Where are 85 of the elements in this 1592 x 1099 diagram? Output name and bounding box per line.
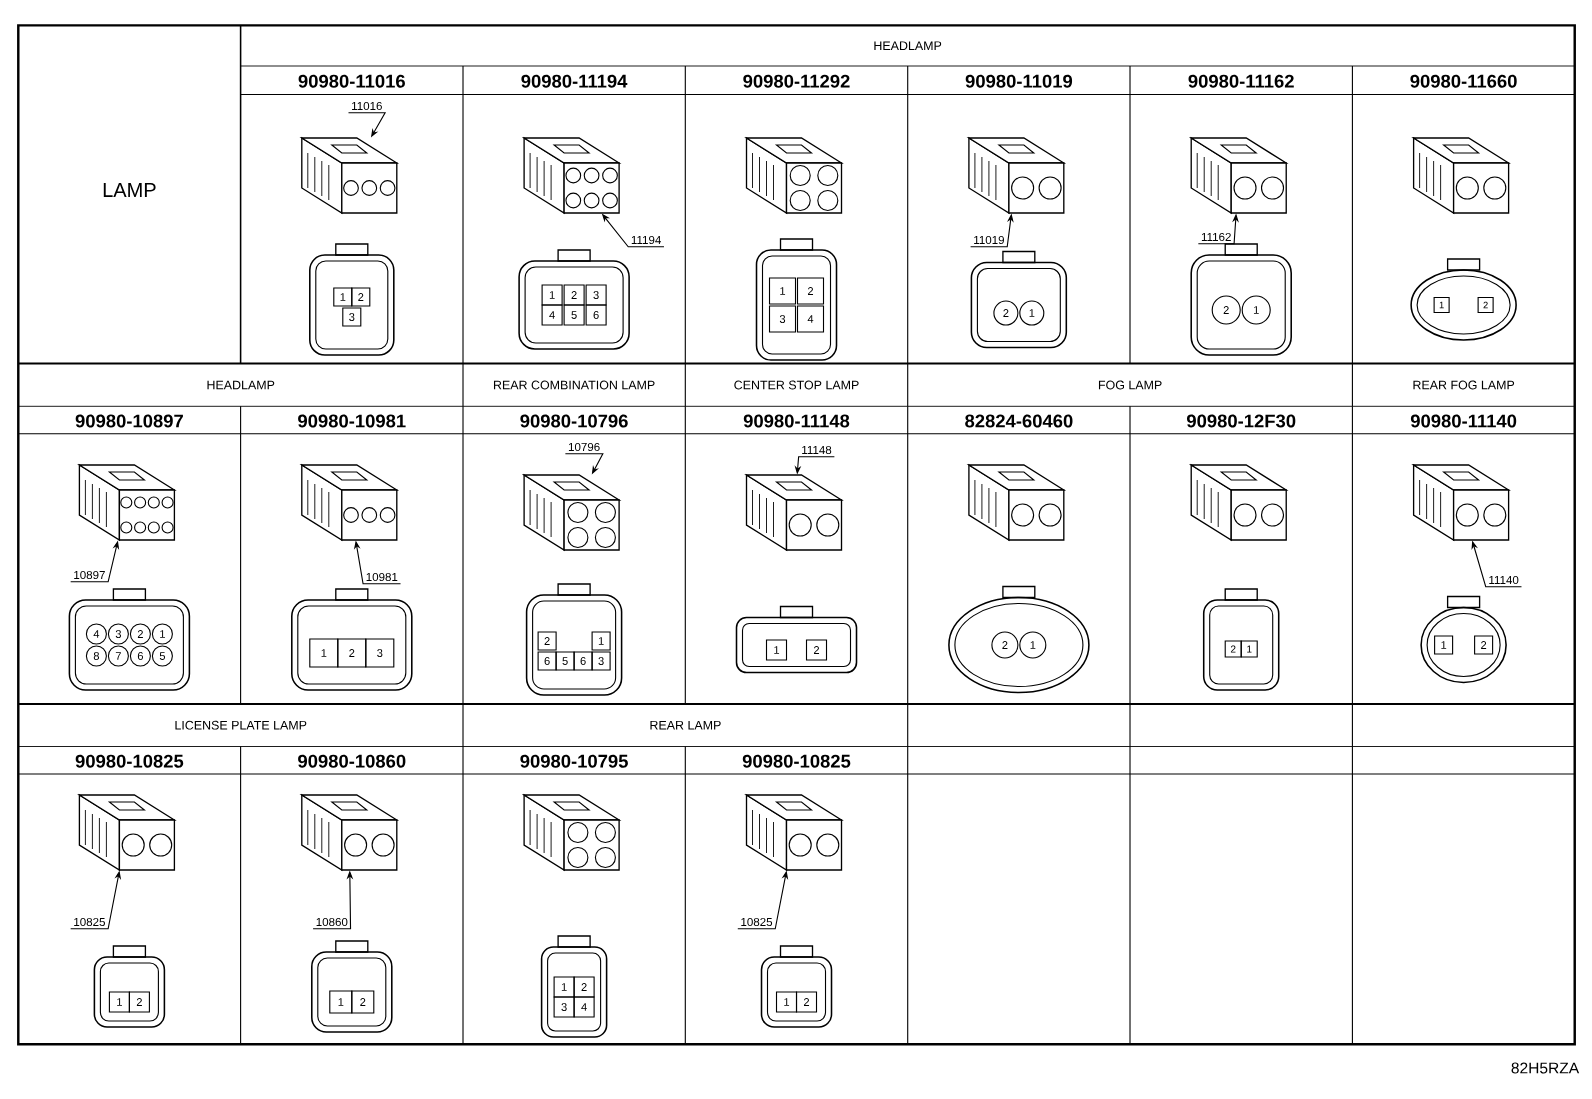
pin-number: 2 <box>1002 641 1008 649</box>
table-header: REAR COMBINATION LAMP <box>494 380 655 390</box>
pin-number: 4 <box>549 311 555 319</box>
table-header: REAR FOG LAMP <box>1413 380 1515 390</box>
pin-number: 6 <box>544 657 550 665</box>
pin-number: 6 <box>593 311 599 319</box>
callout-number: 10981 <box>366 572 398 582</box>
callout-number: 11148 <box>802 445 832 455</box>
callout-number: 11019 <box>974 235 1004 245</box>
pin-number: 4 <box>807 315 814 323</box>
pin-number: 6 <box>137 652 143 660</box>
pin-number: 1 <box>598 637 604 645</box>
pin-number: 2 <box>349 649 355 657</box>
drawing-code: 82H5RZA <box>1511 1062 1580 1074</box>
callout-number: 10825 <box>741 917 773 927</box>
pin-number: 8 <box>93 652 100 660</box>
pin-number: 7 <box>115 652 121 660</box>
part-number: 82824-60460 <box>965 414 1073 428</box>
pin-number: 5 <box>571 311 577 319</box>
pin-number: 4 <box>93 630 100 638</box>
part-number: 90980-10860 <box>298 754 406 768</box>
pin-number: 2 <box>808 287 814 295</box>
callout-number: 10825 <box>74 917 105 927</box>
pin-number: 1 <box>1030 641 1036 649</box>
part-number: 90980-12F30 <box>1186 414 1296 428</box>
pin-number: 2 <box>544 637 550 645</box>
callout-number: 10796 <box>568 442 600 452</box>
pin-number: 3 <box>593 291 599 299</box>
callout-number: 10860 <box>316 917 348 927</box>
part-number: 90980-11140 <box>1410 414 1517 428</box>
part-number: 90980-10825 <box>742 754 851 768</box>
pin-number: 2 <box>814 646 820 654</box>
pin-number: 2 <box>1223 306 1229 314</box>
pin-number: 1 <box>321 649 327 657</box>
pin-number: 1 <box>784 998 790 1006</box>
pin-number: 2 <box>137 630 143 638</box>
pin-number: 2 <box>1230 645 1236 653</box>
pin-number: 2 <box>571 291 577 299</box>
pin-number: 2 <box>581 983 587 991</box>
pin-number: 1 <box>160 630 165 638</box>
pin-number: 1 <box>1439 301 1444 309</box>
pin-number: 2 <box>1481 641 1487 649</box>
pin-number: 1 <box>561 983 567 991</box>
pin-number: 5 <box>159 652 166 660</box>
pin-number: 6 <box>580 657 586 665</box>
pin-number: 1 <box>1253 306 1259 314</box>
part-number: 90980-10825 <box>75 754 184 768</box>
pin-number: 3 <box>598 657 604 665</box>
part-number: 90980-11292 <box>743 74 850 88</box>
pin-number: 1 <box>1441 641 1447 649</box>
pin-number: 2 <box>360 998 366 1006</box>
pin-number: 3 <box>115 630 121 638</box>
table-header: LICENSE PLATE LAMP <box>175 720 307 730</box>
pin-number: 2 <box>804 998 810 1006</box>
callout-number: 11162 <box>1201 232 1231 242</box>
part-number: 90980-11660 <box>1410 74 1517 88</box>
callout-number: 11016 <box>352 101 382 111</box>
part-number: 90980-10795 <box>520 754 628 768</box>
pin-number: 2 <box>136 998 142 1006</box>
table-header: HEADLAMP <box>207 380 275 390</box>
pin-number: 1 <box>549 291 555 299</box>
pin-number: 2 <box>358 293 364 301</box>
pin-number: 3 <box>561 1003 567 1011</box>
pin-number: 5 <box>562 657 568 665</box>
callout-number: 11194 <box>631 235 661 245</box>
pin-number: 1 <box>117 998 122 1006</box>
pin-number: 1 <box>1029 309 1035 317</box>
callout-number: 11140 <box>1489 575 1519 585</box>
table-header: HEADLAMP <box>874 41 942 50</box>
table-header: CENTER STOP LAMP <box>734 380 859 390</box>
pin-number: 3 <box>779 315 786 323</box>
callout-number: 10897 <box>74 570 105 580</box>
table-header: FOG LAMP <box>1098 380 1162 390</box>
pin-number: 1 <box>340 293 346 301</box>
pin-number: 1 <box>338 998 344 1006</box>
pin-number: 1 <box>780 287 786 295</box>
pin-number: 2 <box>1483 301 1488 309</box>
pin-number: 2 <box>1003 309 1009 317</box>
pin-number: 3 <box>349 313 355 321</box>
pin-number: 1 <box>1247 645 1252 653</box>
table-header: REAR LAMP <box>650 720 721 730</box>
pin-number: 4 <box>581 1003 587 1011</box>
pin-number: 3 <box>377 649 383 657</box>
row-header: LAMP <box>103 183 156 197</box>
pin-number: 1 <box>774 646 780 654</box>
